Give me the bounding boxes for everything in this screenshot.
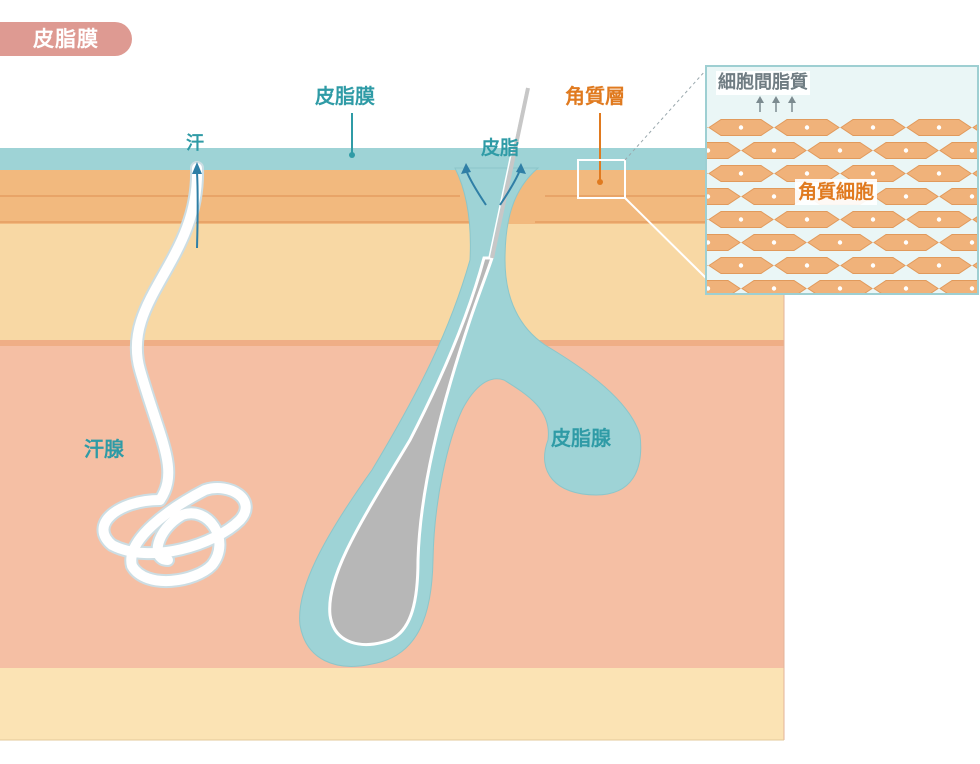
corneocyte-nucleus [936,217,942,222]
corneocyte-nucleus [936,171,942,176]
hair-strand-highlight [488,87,526,259]
corneocyte-nucleus [969,240,975,245]
corneocyte-nucleus [673,125,677,129]
sebum-film-label: 皮脂膜 [315,84,375,108]
stratum-pointer-dot [597,179,603,185]
corneocyte-nucleus [771,286,777,291]
corneocyte-nucleus [936,125,942,130]
corneocyte-nucleus [969,148,975,153]
stratum-corneum-label: 角質層 [565,84,625,108]
corneocyte-nucleus [738,263,744,268]
magnify-line-bottom [624,197,707,279]
corneocyte-cell [707,234,741,251]
corneocyte-cell [972,124,977,131]
sweat-arrow [196,171,199,249]
sebum-film-layer [0,148,720,170]
corneocyte-cell [707,188,741,205]
corneocyte-nucleus [903,194,909,199]
corneocyte-nucleus [804,125,810,130]
lipid-arrow-3-head [788,96,796,103]
corneocyte-nucleus [804,171,810,176]
corneocyte-nucleus [738,125,744,130]
corneocyte-nucleus [969,194,975,199]
sebum-arrow-right-head [516,163,526,174]
corneocyte-nucleus [870,263,876,268]
corneocytes-label: 角質細胞 [795,179,878,205]
corneocyte-nucleus [903,148,909,153]
corneocyte-nucleus [870,171,876,176]
corneocyte-nucleus [738,171,744,176]
magnify-line-top [624,69,707,161]
epidermis-inner-layer [0,222,784,345]
corneocyte-cell [972,216,977,223]
lipid-arrow-2-head [772,96,780,103]
sebum-film-pointer-dot [349,152,355,158]
corneocyte-cell [972,262,977,269]
corneocyte-nucleus [936,263,942,268]
corneocyte-nucleus [870,125,876,130]
subcutaneous-layer [0,668,784,740]
dermis-border [0,340,784,346]
corneocyte-cell [707,126,708,129]
corneocyte-nucleus [707,286,711,291]
corneocyte-nucleus [837,240,843,245]
corneocyte-nucleus [707,148,711,153]
corneocyte-grid [673,119,977,293]
intercellular-lipids-label: 細胞間脂質 [716,71,810,95]
corneocyte-nucleus [804,217,810,222]
corneocyte-nucleus [707,240,711,245]
sebum-label: 皮脂 [481,137,520,159]
corneocyte-nucleus [771,148,777,153]
sweat-gland-duct [96,161,253,589]
hair-shaft [328,256,495,646]
magnify-box [577,159,626,199]
lipid-arrow-1-head [756,96,764,103]
corneocyte-cell [707,280,741,293]
corneocyte-cell [939,188,977,205]
corneocyte-nucleus [771,194,777,199]
corneocyte-nucleus [837,286,843,291]
corneocyte-cell [972,170,977,177]
corneocyte-nucleus [771,240,777,245]
corneocyte-nucleus [969,286,975,291]
corneocyte-nucleus [870,217,876,222]
sweat-arrow-head [192,162,202,174]
corneocyte-nucleus [903,240,909,245]
hair-strand [490,87,530,259]
sweat-gland-label: 汗腺 [84,437,124,461]
corneocyte-nucleus [738,217,744,222]
corneocyte-cell [939,280,977,293]
corneocyte-nucleus [707,194,711,199]
sebaceous-gland-label: 皮脂腺 [551,426,611,450]
corneocyte-nucleus [804,263,810,268]
corneocyte-nucleus [837,148,843,153]
corneocyte-cell [707,142,741,159]
title-badge: 皮脂膜 [0,22,132,56]
sebum-arrow-left-head [461,163,471,174]
corneocyte-nucleus [903,286,909,291]
corneocyte-cell [939,142,977,159]
corneocyte-cell [939,234,977,251]
sweat-label: 汗 [186,133,204,154]
